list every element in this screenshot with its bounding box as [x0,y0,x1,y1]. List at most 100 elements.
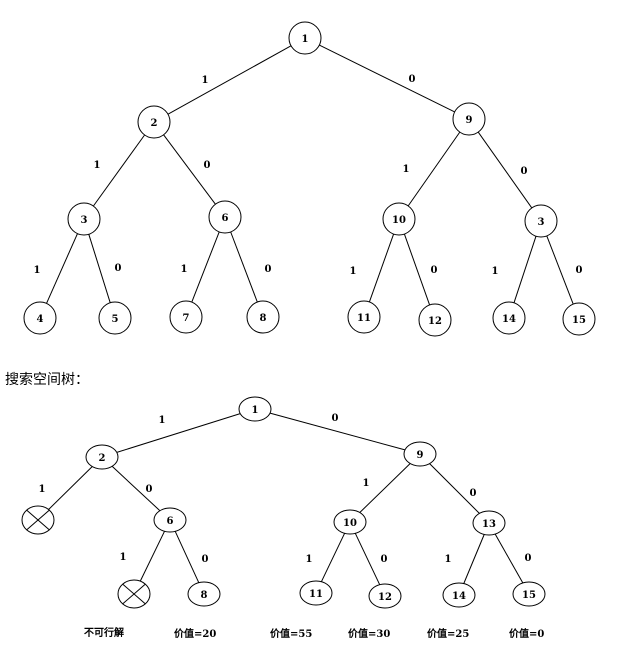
bottom-tree-edge-label: 0 [202,554,209,565]
bottom-tree-node: 8 [187,581,221,607]
bottom-tree-node-circle [472,510,506,536]
top-tree-edge-label: 1 [34,265,41,276]
top-tree-node: 9 [452,102,486,136]
bottom-tree-node [21,505,55,535]
top-tree-node: 6 [208,200,242,234]
bottom-tree-node-label: 2 [99,453,106,464]
bottom-tree-node-label: 9 [417,450,424,461]
bottom-tree-node-circle [403,441,437,467]
top-tree-node-label: 5 [112,314,119,325]
top-tree-node-circle [492,301,526,335]
top-tree-edge [403,233,431,306]
bottom-tree-node [117,579,151,609]
bottom-tree-edge [320,533,346,582]
top-tree-node: 2 [137,105,171,139]
bottom-tree-node-label: 11 [309,589,323,600]
top-tree-node-circle [418,303,452,337]
bottom-tree-node-circle [333,509,367,535]
top-tree-node: 8 [246,300,280,334]
top-tree-node-circle [382,202,416,236]
bottom-tree-edge [48,466,93,510]
top-tree-node-label: 12 [428,316,442,327]
top-tree-edge [167,45,292,115]
bottom-tree-edge [429,463,480,514]
top-tree-edge-label: 1 [202,75,209,86]
top-tree-node-label: 4 [37,314,44,325]
bottom-tree-edge [269,412,406,451]
section-caption: 搜索空间树： [5,371,89,388]
bottom-tree-node-circle [153,507,187,533]
top-tree-edge [92,134,146,207]
top-tree-edge [46,233,78,304]
top-tree-edge-label: 0 [115,263,122,274]
top-tree-node-circle [23,301,57,335]
top-tree-edge-label: 0 [431,265,438,276]
top-tree-node: 14 [492,301,526,335]
bottom-tree-edge [354,533,381,585]
bottom-tree-node-label: 8 [201,590,208,601]
top-tree-node: 4 [23,301,57,335]
top-tree-node-circle [137,105,171,139]
top-tree-node-label: 2 [151,118,158,129]
top-tree-edge-label: 0 [521,166,528,177]
top-tree-node-label: 7 [183,313,190,324]
top-tree-node-circle [67,202,101,236]
bottom-tree-edge [494,533,524,584]
top-tree-node-label: 9 [466,115,473,126]
top-tree-edge [191,231,220,303]
bottom-tree-edge-label: 1 [363,478,370,489]
bottom-tree-edge [116,413,241,453]
bottom-tree-node-circle [238,396,272,422]
top-tree-edge-label: 1 [181,264,188,275]
top-tree-node: 3 [524,204,558,238]
bottom-tree-edge [139,531,165,582]
bottom-tree-edge [111,465,161,512]
bottom-tree-node-label: 6 [167,516,174,527]
top-tree-node-circle [524,204,558,238]
bottom-tree-edge-label: 0 [381,554,388,565]
top-tree-edge [407,131,461,207]
bottom-tree-edge-label: 1 [306,554,313,565]
top-tree-node: 3 [67,202,101,236]
bottom-tree-node: 1 [238,396,272,422]
bottom-tree-node-circle [442,582,476,608]
top-tree-edge [163,134,216,205]
bottom-tree-edge-label: 1 [39,484,46,495]
top-tree-edge [319,44,455,113]
bottom-tree-node: 14 [442,582,476,608]
bottom-tree-node-circle [187,581,221,607]
top-tree-node-label: 1 [302,34,309,45]
bottom-tree-node-label: 13 [482,519,496,530]
leaf-note-value-25: 价值=25 [427,627,469,640]
top-tree-node-circle [452,102,486,136]
pruned-node-cross-icon [122,583,146,605]
top-tree-edge [230,231,258,303]
top-tree-edge [368,233,395,303]
top-tree-node: 10 [382,202,416,236]
top-tree-node-label: 3 [538,217,545,228]
leaf-note-value-0: 价值=0 [509,627,544,640]
top-tree-node-label: 15 [572,315,586,326]
top-tree-node: 11 [347,300,381,334]
top-tree-node-circle [98,301,132,335]
bottom-tree-node: 10 [333,509,367,535]
top-tree-node-circle [208,200,242,234]
bottom-tree-node-label: 12 [378,592,392,603]
bottom-tree-edge [463,534,485,584]
bottom-tree-edge-label: 0 [525,553,532,564]
bottom-tree-node-label: 15 [522,590,536,601]
bottom-tree-node-label: 1 [252,405,259,416]
bottom-tree-node-label: 14 [452,591,466,602]
bottom-tree-node: 2 [85,444,119,470]
top-tree-edge-label: 0 [409,74,416,85]
top-tree-edge-label: 0 [265,264,272,275]
top-tree-node: 15 [562,302,596,336]
top-tree-node-circle [347,300,381,334]
bottom-tree-edge [174,531,200,583]
top-tree-node-circle [288,21,322,55]
top-tree-edge [88,234,111,303]
top-tree-edge [477,131,533,209]
